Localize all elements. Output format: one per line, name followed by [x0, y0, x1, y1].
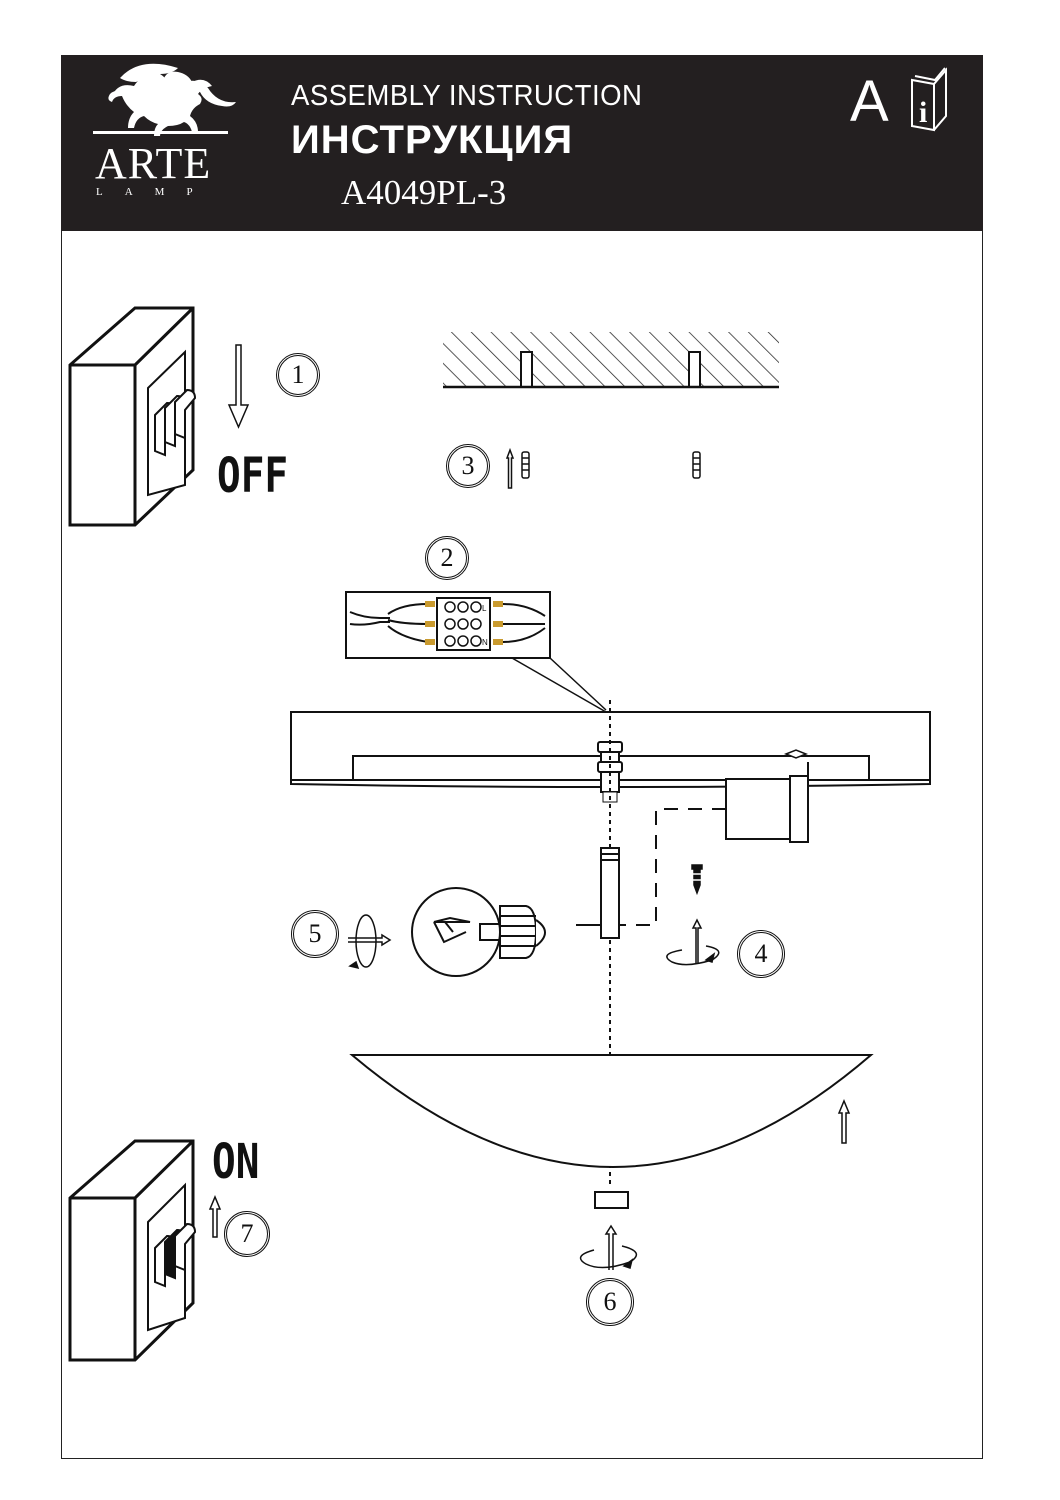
step-7-badge: 7: [224, 1211, 270, 1257]
guide-lines: [576, 700, 726, 1185]
ceiling-section: [443, 332, 779, 389]
brand-subtitle: LAMP: [96, 186, 215, 198]
light-bulb-icon: [411, 887, 546, 977]
step-1-badge: 1: [276, 353, 320, 397]
screw-icon: [691, 864, 703, 896]
step-3-badge: 3: [446, 444, 490, 488]
step-6-badge: 6: [586, 1278, 634, 1326]
wall-plug-icon: [505, 447, 701, 489]
down-arrow-icon: [227, 344, 250, 429]
threaded-tube: [600, 847, 620, 939]
rotate-arrow-icon: [666, 918, 720, 966]
rotate-arrow-icon: [579, 1224, 638, 1270]
up-arrow-icon: [837, 1099, 851, 1144]
terminal-label-l: L: [482, 604, 487, 613]
rotate-arrow-icon: [348, 914, 392, 970]
step-5-badge: 5: [291, 910, 339, 958]
info-icon-letter: i: [919, 96, 927, 129]
terminal-label-n: N: [482, 638, 488, 647]
up-arrow-icon: [208, 1195, 222, 1238]
wiring-terminal-detail: L N: [345, 591, 607, 713]
model-number: A4049PL-3: [341, 173, 507, 212]
power-switch-off: [68, 306, 197, 527]
info-letter: A: [850, 69, 889, 134]
step-4-badge: 4: [737, 930, 785, 978]
switch-off-label: OFF: [217, 448, 289, 504]
header-bar: [61, 55, 983, 231]
finial-nut: [594, 1191, 629, 1209]
brand-name: ARTE: [95, 139, 212, 188]
step-2-badge: 2: [425, 536, 469, 580]
glass-shade: [349, 1054, 874, 1169]
power-switch-on: [68, 1139, 197, 1362]
title-russian: ИНСТРУКЦИЯ: [291, 118, 574, 162]
title-english: ASSEMBLY INSTRUCTION: [291, 80, 643, 112]
switch-on-label: ON: [212, 1134, 260, 1190]
